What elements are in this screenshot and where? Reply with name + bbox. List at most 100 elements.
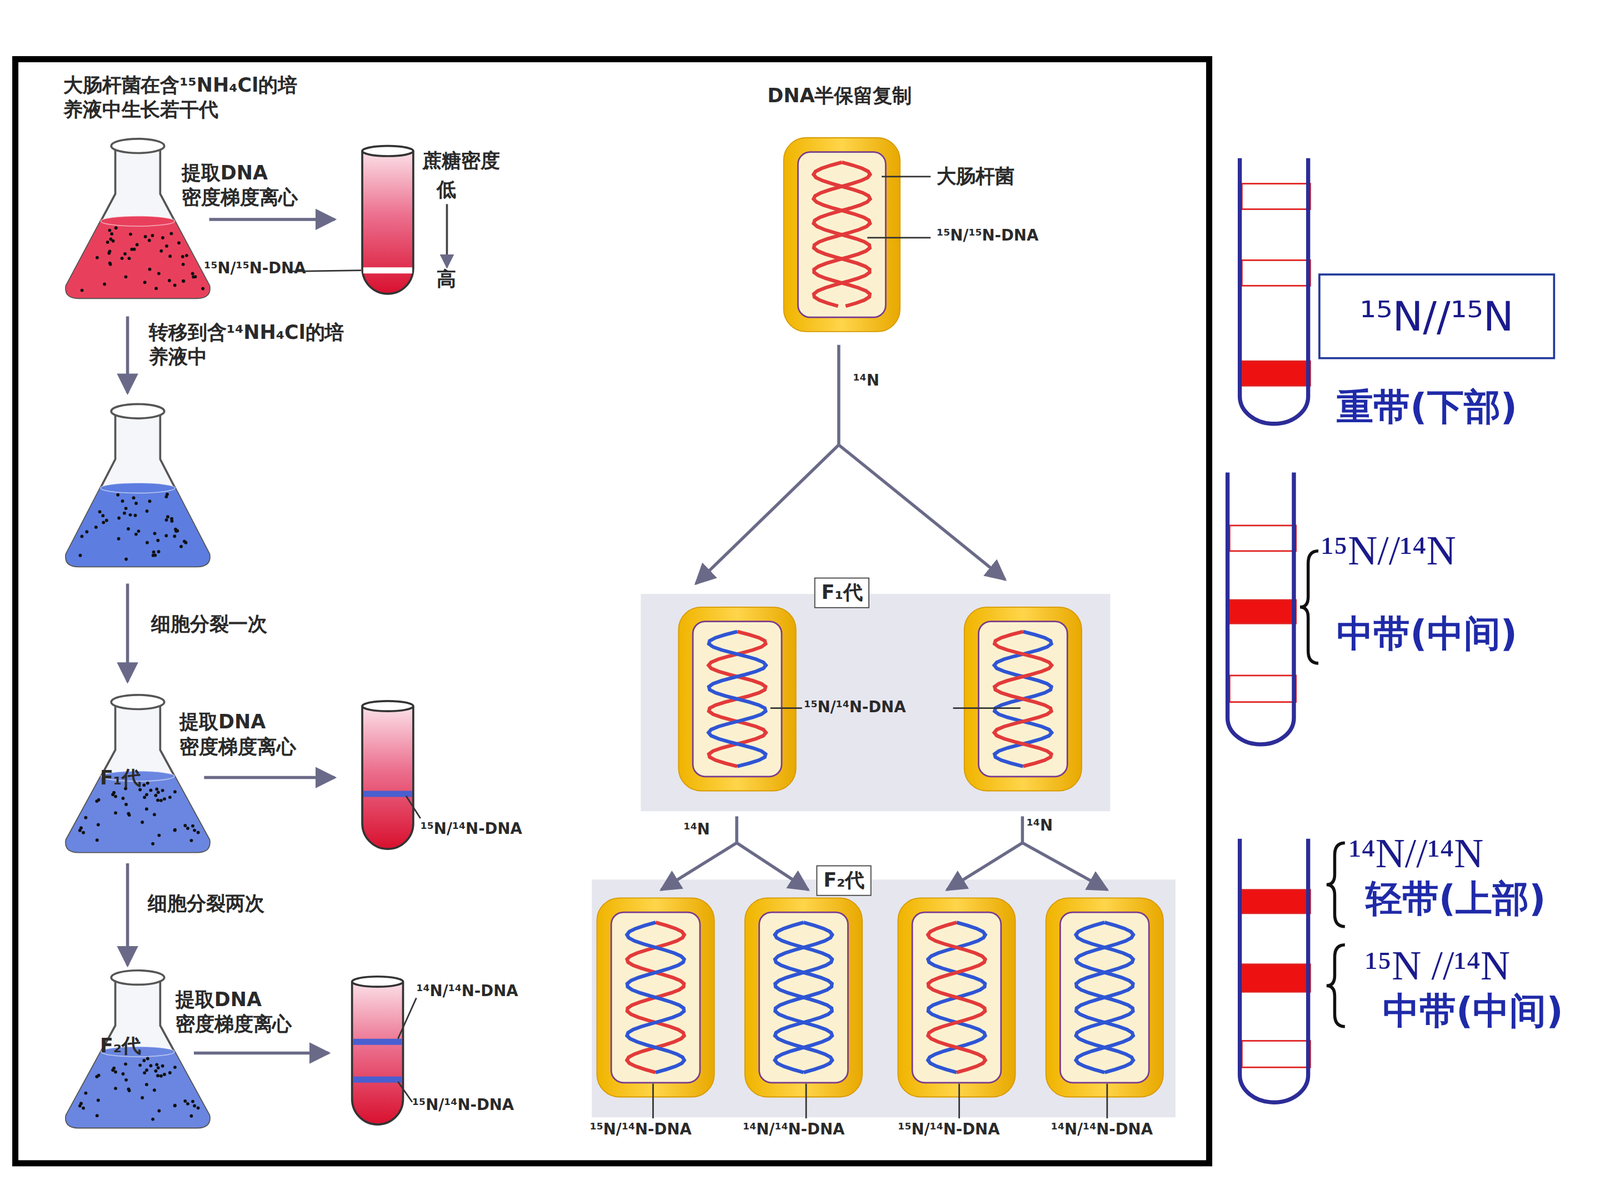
bacteria-dot xyxy=(81,1106,85,1110)
bacterium-cell xyxy=(783,137,900,332)
bacteria-dot xyxy=(81,831,85,835)
arrow xyxy=(209,217,335,222)
bacteria-dot xyxy=(156,790,160,794)
dna-strand xyxy=(813,162,870,307)
label: ¹⁵N/¹⁵N-DNA xyxy=(203,259,306,279)
bacteria-dot xyxy=(142,783,146,787)
bacteria-dot xyxy=(181,279,185,283)
culture-liquid xyxy=(66,1051,210,1128)
bacteria-dot xyxy=(121,499,125,503)
bacteria-dot xyxy=(173,1065,177,1069)
bacteria-dot xyxy=(165,244,169,248)
brace xyxy=(1326,945,1345,1027)
bacteria-dot xyxy=(186,1102,190,1106)
bacteria-dot xyxy=(155,787,159,791)
bacteria-dot xyxy=(123,252,127,256)
arrow xyxy=(126,583,130,682)
node-text: F₂代 xyxy=(823,867,865,894)
bacteria-dot xyxy=(113,1070,118,1074)
dna-strand xyxy=(626,922,684,1073)
generation-panel xyxy=(591,879,1176,1118)
bacteria-dot xyxy=(145,509,149,513)
bacteria-dot xyxy=(191,824,195,828)
bacteria-dot xyxy=(168,1071,172,1075)
bacteria-dot xyxy=(164,533,168,538)
bacteria-dot xyxy=(152,812,157,817)
bacteria-dot xyxy=(114,226,118,230)
label: ¹⁴N xyxy=(683,820,710,840)
dna-strand xyxy=(775,922,833,1073)
tube-mouth xyxy=(362,701,414,712)
bacteria-dot xyxy=(142,1071,147,1075)
empty-band xyxy=(1241,183,1310,210)
bacteria-dot xyxy=(122,511,127,515)
bacteria-dot xyxy=(124,557,128,562)
bacteria-dot xyxy=(170,517,174,521)
cell-wall xyxy=(964,607,1082,792)
bacteria-dot xyxy=(95,1113,99,1118)
label: DNA半保留复制 xyxy=(767,83,912,109)
bacteria-dot xyxy=(140,1096,144,1100)
centrifuge-tube xyxy=(1227,472,1297,744)
bacteria-dot xyxy=(181,255,185,259)
flask-lip xyxy=(111,970,165,985)
bacteria-dot xyxy=(145,541,149,545)
label: 轻带(上部) xyxy=(1365,875,1547,922)
bacteria-dot xyxy=(108,261,112,265)
leader-line xyxy=(652,1083,654,1119)
arrow xyxy=(1022,842,1107,890)
generation-box: F₁代 xyxy=(814,577,870,609)
bacteria-dot xyxy=(124,506,128,510)
bacteria-dot xyxy=(113,811,118,815)
label: ¹⁵N//¹⁴N xyxy=(1321,525,1457,577)
bacteria-dot xyxy=(112,1066,116,1070)
bacteria-dot xyxy=(157,271,161,275)
bacteria-dot xyxy=(153,553,157,558)
bacteria-dot xyxy=(83,816,88,820)
arrow xyxy=(126,316,130,393)
empty-band xyxy=(1241,260,1310,286)
bacterium-cell xyxy=(1046,897,1164,1097)
bacteria-dot xyxy=(127,256,132,260)
bacteria-dot xyxy=(164,495,168,499)
bacterium-cell xyxy=(678,607,796,792)
cell-wall xyxy=(678,607,796,792)
bacteria-dot xyxy=(138,1063,142,1067)
liquid-surface xyxy=(100,216,175,227)
bacteria-dot xyxy=(127,813,132,817)
node-text: F₁代 xyxy=(100,765,142,793)
bacteria-dot xyxy=(147,238,152,243)
flask-lip xyxy=(111,695,165,710)
bacteria-dot xyxy=(185,253,189,258)
bacteria-dot xyxy=(133,513,138,518)
bacterium-cell xyxy=(596,897,714,1097)
bacteria-dot xyxy=(181,262,185,267)
bacteria-dot xyxy=(117,537,121,541)
bacteria-dot xyxy=(113,795,118,799)
bacteria-dot xyxy=(95,1075,99,1079)
bacteria-dot xyxy=(143,235,148,239)
label: 提取DNA 密度梯度离心 xyxy=(181,161,298,210)
bacteria-dot xyxy=(148,267,152,272)
bacteria-dot xyxy=(191,272,195,276)
cell-wall xyxy=(897,897,1015,1097)
cell-membrane xyxy=(611,912,700,1083)
generation-box: F₂代 xyxy=(816,865,872,897)
label: ¹⁵N/¹⁴N-DNA xyxy=(420,819,523,839)
label: ¹⁵N/¹⁴N-DNA xyxy=(803,697,906,717)
generation-panel xyxy=(640,593,1110,812)
tube-outline xyxy=(1227,472,1294,744)
cell-membrane xyxy=(797,152,886,318)
tube-body xyxy=(362,151,414,294)
tube-mouth xyxy=(352,976,404,987)
test-tube xyxy=(362,146,414,294)
arrow xyxy=(696,445,839,584)
band-label-box: ¹⁵N//¹⁵N xyxy=(1318,273,1555,359)
bacteria-dot xyxy=(156,1073,160,1078)
tube-outline xyxy=(1240,838,1309,1103)
bacteria-dot xyxy=(151,842,155,846)
bacteria-dot xyxy=(166,515,170,519)
bacteria-dot xyxy=(106,240,110,244)
bacteria-dot xyxy=(153,793,158,798)
